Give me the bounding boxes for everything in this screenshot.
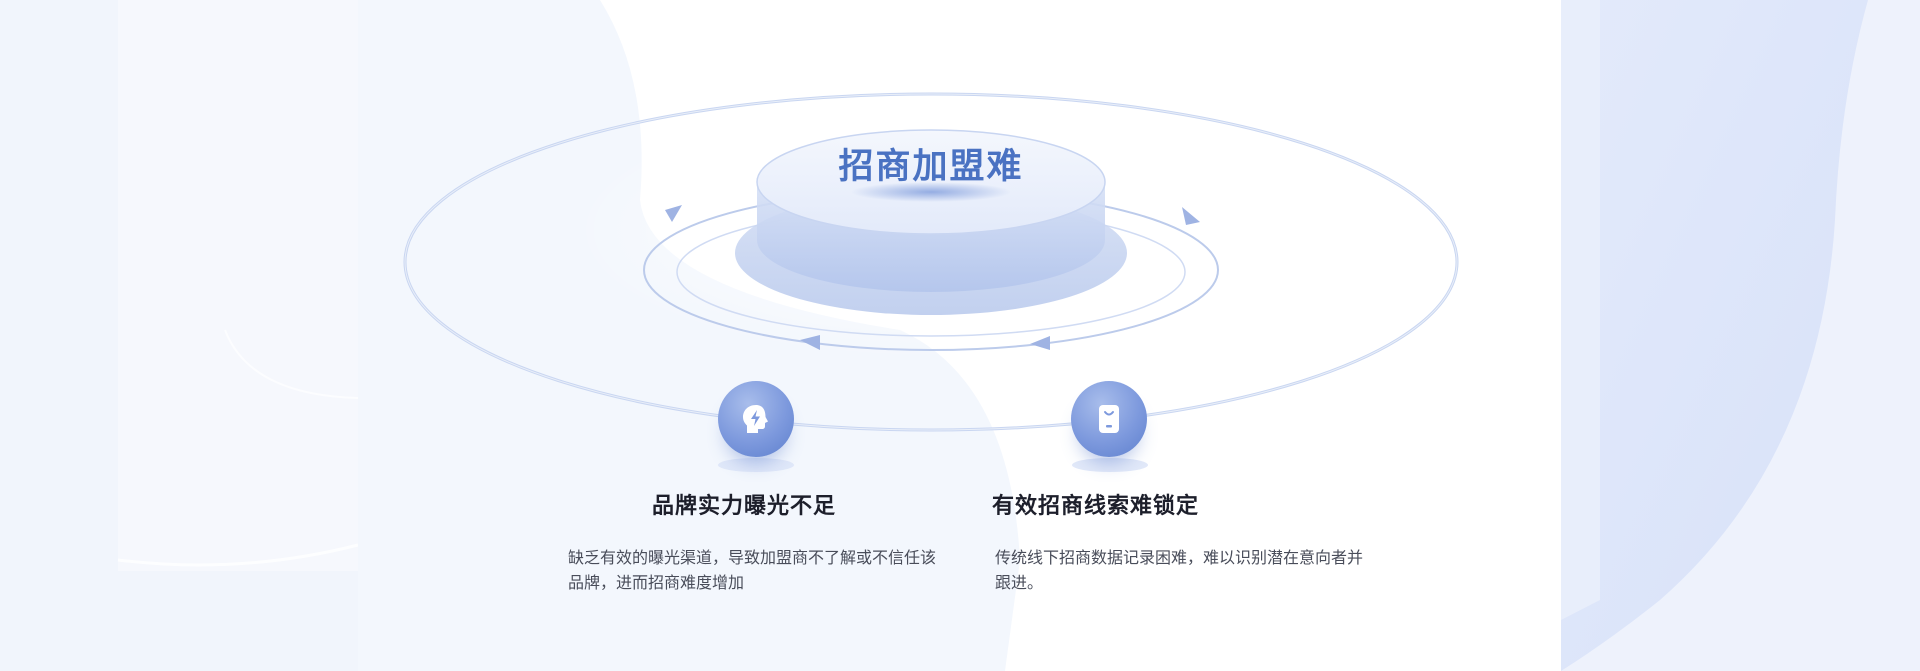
feature-title: 有效招商线索难锁定 bbox=[992, 494, 1200, 519]
feature-title: 品牌实力曝光不足 bbox=[652, 494, 837, 519]
phone-device-icon bbox=[1071, 381, 1147, 457]
hero-title: 招商加盟难 bbox=[838, 147, 1024, 187]
head-lightning-icon bbox=[718, 381, 794, 457]
feature-description: 传统线下招商数据记录困难，难以识别潜在意向者并跟进。 bbox=[995, 548, 1364, 592]
feature-description: 缺乏有效的曝光渠道，导致加盟商不了解或不信任该品牌，进而招商难度增加 bbox=[568, 548, 937, 592]
